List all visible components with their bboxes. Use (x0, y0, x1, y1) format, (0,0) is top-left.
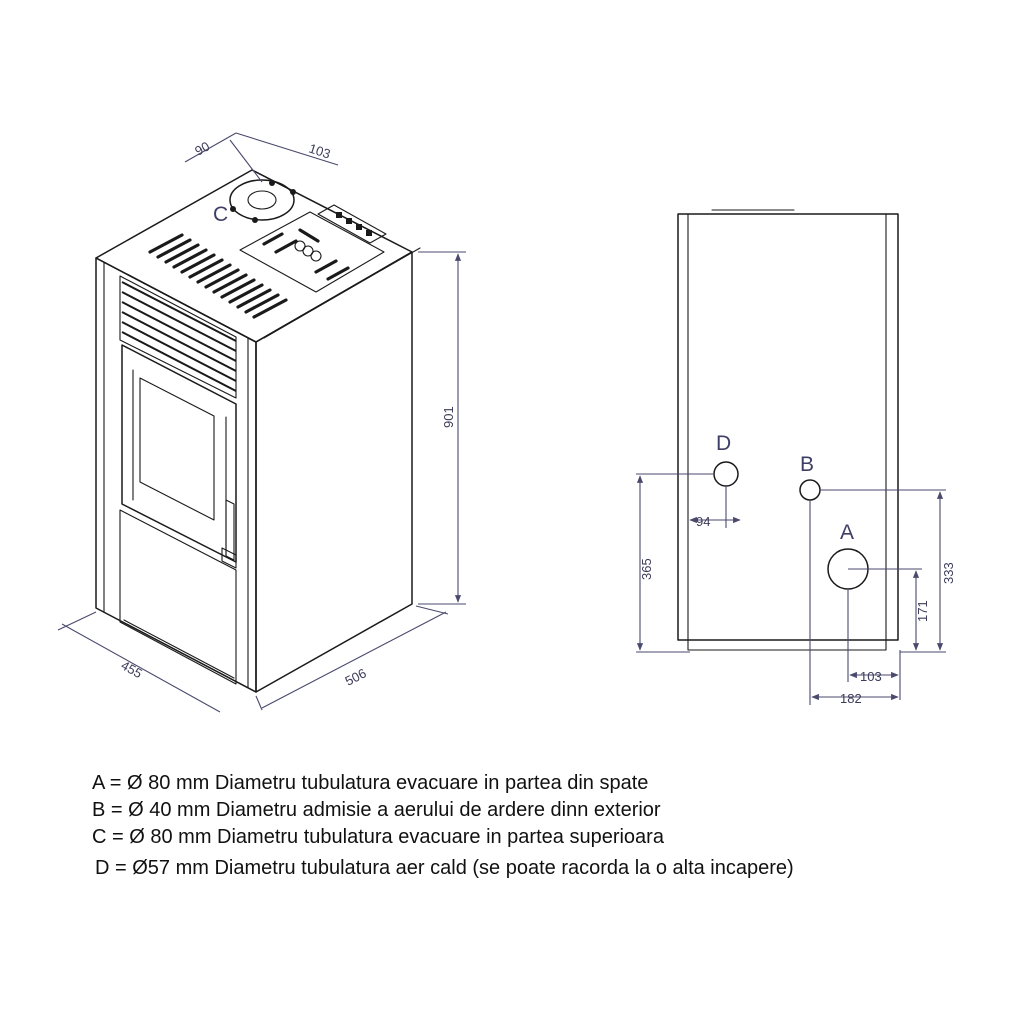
label-b: B (800, 453, 814, 476)
door-latch (221, 547, 237, 569)
legend-d: D = Ø57 mm Diametru tubulatura aer cald … (95, 857, 794, 879)
mount-hole-3 (230, 206, 236, 212)
mount-hole-1 (269, 180, 275, 186)
display-digits (336, 212, 372, 236)
dim-guide-455-left (57, 611, 97, 631)
inlet-b (799, 479, 821, 501)
dim-333: 333 (941, 562, 956, 584)
isometric-view: C 90 103 901 455 506 (57, 132, 466, 713)
door-handle (225, 499, 235, 561)
dim-90: 90 (192, 138, 212, 158)
dim-455: 455 (119, 658, 145, 682)
lower-front-panel (119, 509, 237, 685)
dim-506: 506 (343, 665, 369, 688)
dim-103-top: 103 (307, 141, 332, 162)
outlet-d (713, 461, 739, 487)
dim-line-455 (61, 623, 221, 713)
dim-line-90 (184, 132, 237, 163)
rear-base (687, 639, 887, 651)
stove-door (121, 344, 237, 563)
door-glass-window (139, 377, 215, 521)
control-knob-1 (294, 240, 306, 252)
top-control-panel (239, 211, 385, 293)
legend-a: A = Ø 80 mm Diametru tubulatura evacuare… (92, 772, 649, 794)
control-knob-2 (302, 245, 314, 257)
mount-hole-2 (290, 189, 296, 195)
front-louvers (121, 281, 237, 392)
legend-b: B = Ø 40 mm Diametru admisie a aerului d… (92, 799, 661, 821)
top-panel-slots (262, 228, 350, 281)
dim-line-506 (261, 611, 447, 709)
display-panel (317, 204, 387, 244)
dim-guide-506-right (415, 605, 449, 615)
dim-182: 182 (840, 691, 862, 706)
dim-line-103 (235, 132, 339, 166)
control-knob-3 (310, 250, 322, 262)
label-d: D (716, 432, 731, 455)
dim-94: 94 (696, 514, 710, 529)
label-c: C (213, 203, 228, 226)
label-a: A (840, 521, 854, 544)
dim-guide-506-left (255, 695, 263, 711)
rear-view: D B A 365 94 333 171 103 182 (636, 209, 956, 706)
legend-c: C = Ø 80 mm Diametru tubulatura evacuare… (92, 826, 664, 848)
flue-outlet-c-inner (247, 190, 277, 210)
mount-hole-4 (252, 217, 258, 223)
top-rim-edge (263, 247, 421, 339)
dim-365: 365 (639, 558, 654, 580)
dim-103-rear: 103 (860, 669, 882, 684)
stove-side-face (255, 251, 413, 693)
lower-panel-line (123, 619, 235, 679)
rear-panel-outline (677, 213, 899, 641)
front-grille-area (119, 275, 237, 399)
flue-outlet-c (229, 179, 295, 221)
top-vent-slots-front (148, 233, 288, 319)
dim-171: 171 (915, 600, 930, 622)
legend: A = Ø 80 mm Diametru tubulatura evacuare… (92, 770, 992, 882)
dim-guide-90 (229, 139, 263, 183)
dim-901: 901 (441, 406, 456, 428)
